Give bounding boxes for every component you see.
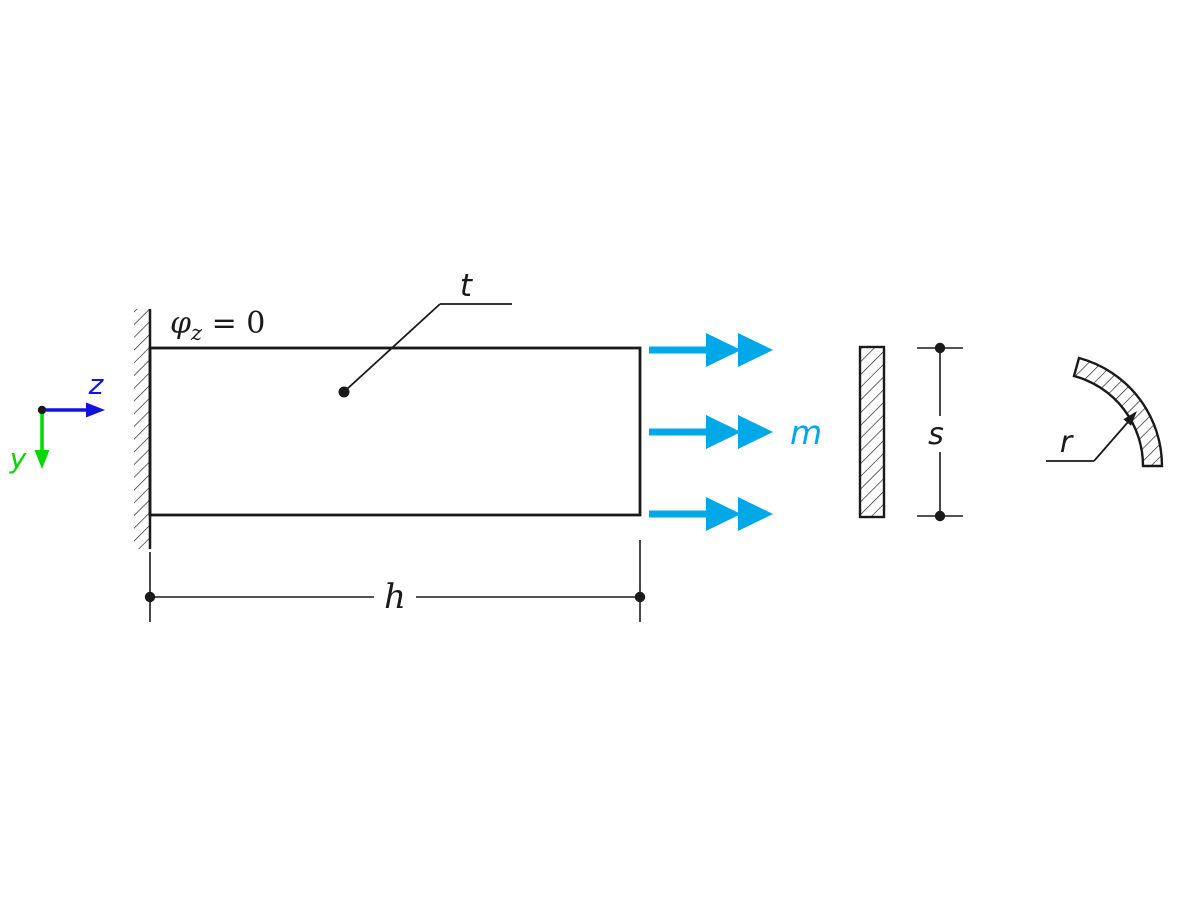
h-label: h	[384, 577, 406, 617]
cross-section-flat	[858, 345, 886, 519]
coordinate-system: z y	[9, 368, 105, 475]
radius-arrowhead-icon	[1123, 411, 1137, 426]
equals-zero: = 0	[202, 306, 265, 341]
moment-label: m	[790, 413, 822, 452]
s-dot-top	[934, 342, 946, 354]
thickness-callout: t	[338, 268, 512, 398]
y-axis-arrowhead-icon	[34, 450, 50, 469]
thickness-point-dot	[338, 386, 350, 398]
radius-label: r	[1060, 425, 1074, 460]
thickness-label: t	[460, 268, 474, 304]
plate-outline	[148, 346, 642, 517]
arrowhead-icon	[738, 333, 773, 367]
arrowhead-icon	[706, 415, 741, 449]
z-axis-arrowhead-icon	[86, 402, 105, 418]
arrowhead-icon	[738, 415, 773, 449]
support-hatching	[134, 309, 150, 549]
h-dot-left	[144, 591, 156, 603]
dimension-h: h	[144, 540, 646, 622]
z-axis-label: z	[88, 368, 105, 401]
boundary-condition-label: φz = 0	[170, 306, 265, 345]
thickness-leader-diagonal	[345, 303, 441, 391]
radius-callout: r	[1046, 411, 1137, 462]
s-label: s	[928, 417, 944, 452]
cross-section-arc: r	[1046, 356, 1164, 468]
dimension-s: s	[917, 342, 963, 522]
moment-arrows	[649, 333, 773, 531]
arc-section-shape	[1072, 356, 1164, 468]
moment-arrow-top	[649, 333, 773, 367]
h-dot-right	[634, 591, 646, 603]
y-axis-label: y	[9, 442, 27, 475]
arrowhead-icon	[706, 497, 741, 531]
s-dot-bottom	[934, 510, 946, 522]
phi-subscript: z	[190, 321, 203, 345]
moment-arrow-middle	[649, 415, 773, 449]
origin-dot	[37, 405, 47, 415]
fixed-support	[134, 309, 152, 549]
radius-leader	[1093, 421, 1129, 462]
arrowhead-icon	[706, 333, 741, 367]
moment-arrow-bottom	[649, 497, 773, 531]
phi-symbol: φ	[170, 306, 191, 341]
arrowhead-icon	[738, 497, 773, 531]
